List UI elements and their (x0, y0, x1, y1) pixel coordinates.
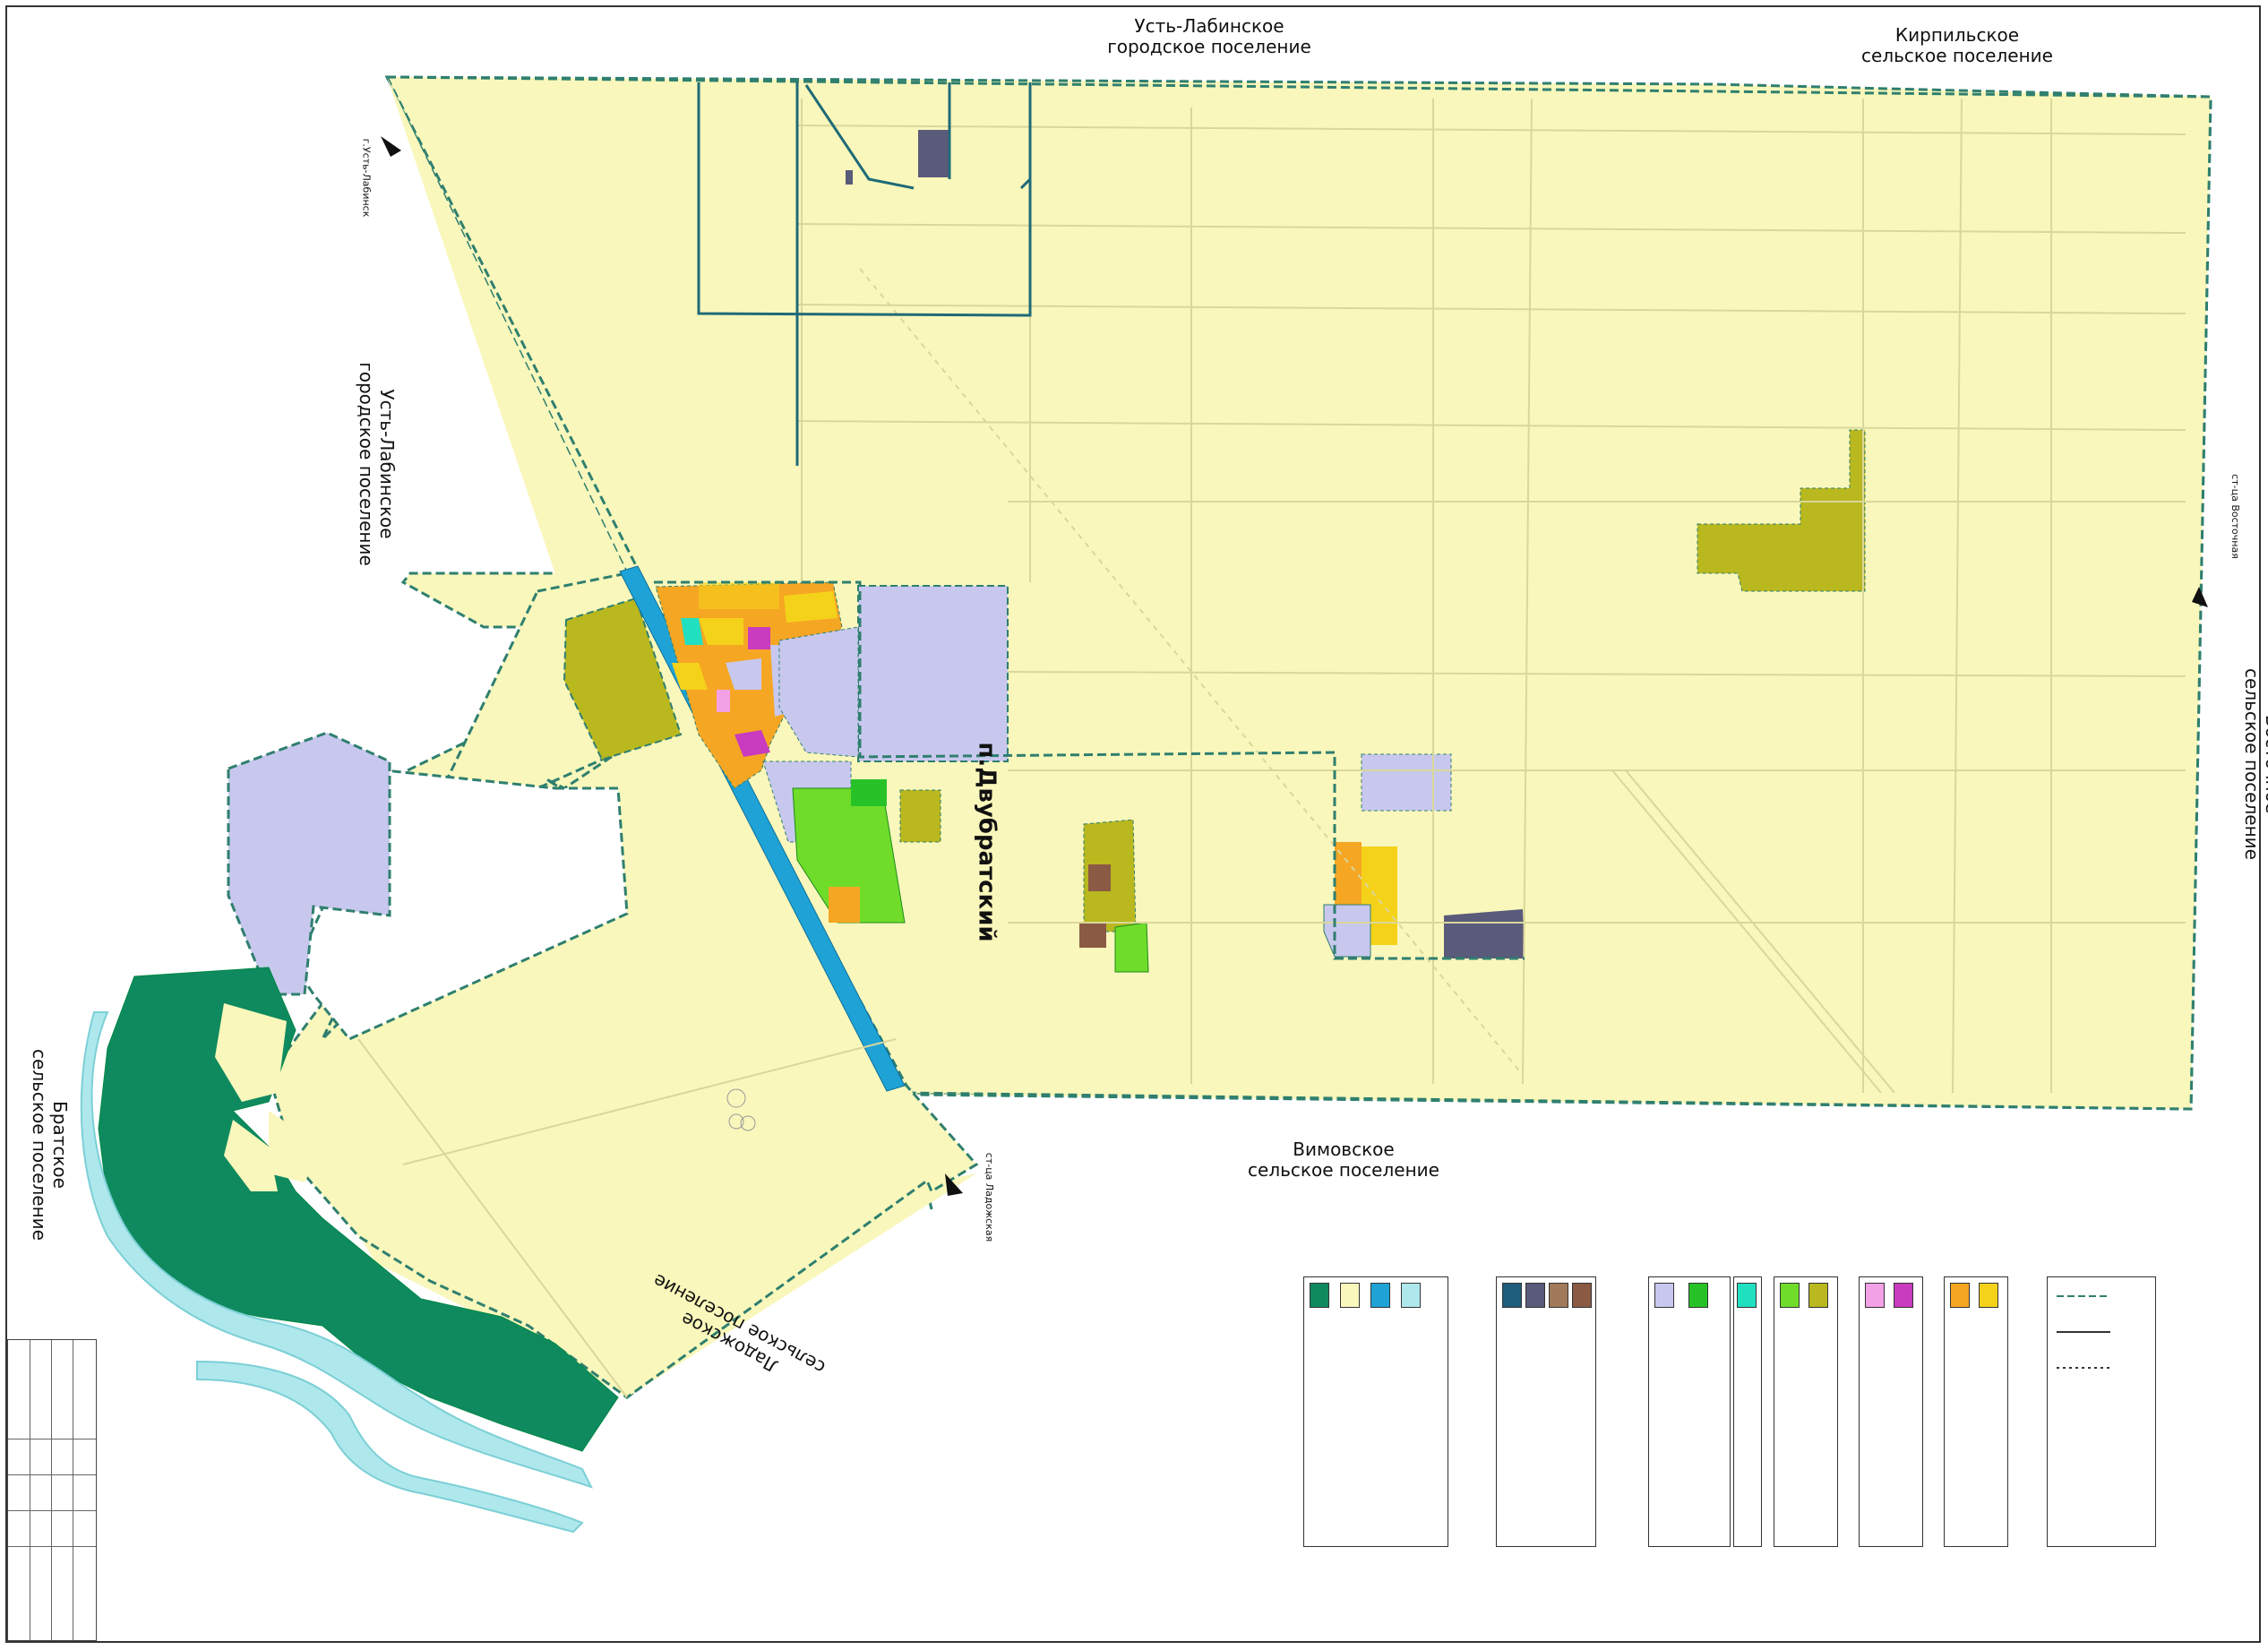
map-frame (5, 5, 2261, 1643)
legend-swatch-agri (1340, 1283, 1360, 1308)
legend-line-solid (2057, 1331, 2110, 1333)
field-boundaries (357, 98, 2186, 1398)
legend-block-special (1648, 1276, 1731, 1547)
public-zone-mid (778, 626, 859, 758)
legend-swatch-orange (1950, 1283, 1970, 1308)
label-dir-ladozhskaya: ст-ца Ладожская (984, 1152, 996, 1242)
legend-block-residential (1944, 1276, 2008, 1547)
agri-production-east-of-settlement (899, 789, 941, 843)
legend-block-infrastructure (1496, 1276, 1596, 1547)
legend-swatch-lime (1780, 1283, 1800, 1308)
label-vimovskoe: Вимовское сельское поселение (1248, 1139, 1439, 1181)
legend-swatch-brown-light (1549, 1283, 1568, 1308)
agri-inclusion-3 (224, 1120, 278, 1191)
map-legend (1303, 1276, 2248, 1547)
brown-zone-central (1088, 864, 1111, 891)
label-ust-lab-top: Усть-Лабинское городское поселение (1107, 15, 1311, 57)
agri-inclusion-1 (215, 1003, 287, 1102)
public-zone-east (1361, 753, 1452, 812)
dark-zone-north-small (846, 170, 853, 185)
bright-green-zone (851, 779, 887, 806)
legend-swatch-cyan (1737, 1283, 1757, 1308)
residential-orange-east (1335, 842, 1362, 914)
agri-production-northeast (1697, 429, 1866, 592)
green-zone-central (1114, 922, 1149, 973)
legend-block-boundaries (2047, 1276, 2156, 1547)
legend-line-dot (2057, 1367, 2110, 1369)
public-zone-west (227, 731, 391, 996)
legend-swatch-teal (1502, 1283, 1522, 1308)
legend-swatch-public (1654, 1283, 1674, 1308)
dark-zone-north (918, 130, 949, 177)
legend-swatch-pink (1865, 1283, 1885, 1308)
agri-inclusion-2 (269, 1111, 322, 1182)
legend-swatch-water (1401, 1283, 1421, 1308)
label-dir-ust-labinsk: г.Усть-Лабинск (360, 138, 373, 218)
agri-production-zone-nw (563, 597, 683, 761)
dark-zone-east (1444, 909, 1525, 958)
map-markers (726, 1088, 756, 1131)
label-settlement: п.Двубратский (973, 742, 1001, 942)
legend-block-natural (1303, 1276, 1448, 1547)
river (80, 1011, 593, 1489)
canals (697, 82, 1032, 466)
legend-block-recreation (1733, 1276, 1762, 1547)
orange-residential-south (829, 887, 860, 923)
legend-swatch-slate (1525, 1283, 1545, 1308)
legend-block-business (1859, 1276, 1923, 1547)
label-bratskoe: Братское сельское поселение (29, 1049, 71, 1241)
legend-block-agri (1774, 1276, 1838, 1547)
legend-swatch-road (1370, 1283, 1390, 1308)
arrow-head-icon (381, 136, 2208, 1196)
legend-swatch-yellow (1979, 1283, 1998, 1308)
legend-swatch-olive (1808, 1283, 1828, 1308)
label-dir-vostochnaya: ст-ца Восточная (2229, 474, 2241, 559)
brown-zone-central-2 (1079, 923, 1106, 948)
public-zone-large (857, 585, 1009, 762)
label-kirpilskoe: Кирпильское сельское поселение (1861, 24, 2053, 66)
legend-swatch-green (1688, 1283, 1708, 1308)
legend-line-dash (2057, 1295, 2110, 1297)
title-block-stamp (7, 1339, 97, 1641)
settlement-boundary (654, 580, 1525, 960)
legend-swatch-forest (1310, 1283, 1329, 1308)
label-vostochnoe: Восточное сельское поселение (2241, 668, 2268, 860)
legend-swatch-brown (1572, 1283, 1592, 1308)
river-bend-south (196, 1360, 584, 1534)
label-ust-lab-left: Усть-Лабинское городское поселение (356, 362, 398, 566)
legend-swatch-magenta (1894, 1283, 1913, 1308)
public-zone-east-small (1323, 904, 1371, 958)
